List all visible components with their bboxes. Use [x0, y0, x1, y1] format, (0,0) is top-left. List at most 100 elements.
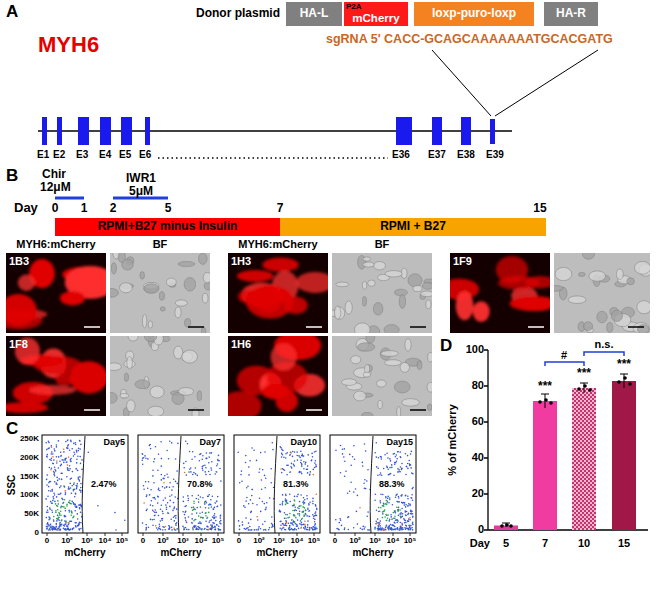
cell-texture [184, 278, 196, 292]
signal-blob [60, 291, 85, 305]
axis-tick: 10⁴ [99, 536, 112, 545]
cell-texture [374, 262, 386, 270]
cell-texture [127, 357, 133, 370]
axis-title: mCherry [256, 547, 297, 559]
plot-title: Day5 [103, 437, 125, 447]
fluorescence-image [228, 253, 328, 333]
gate-percent: 81.3% [283, 479, 309, 489]
tick-marks [47, 533, 122, 536]
cell-texture [394, 289, 407, 296]
signal-blob [237, 270, 274, 282]
cell-texture [182, 350, 198, 363]
cell-texture [166, 278, 176, 286]
dotted-gap [158, 157, 388, 159]
exon-label: E6 [139, 149, 151, 161]
significance-mark: *** [538, 380, 552, 394]
plot-frame [42, 435, 128, 533]
signal-blobs [6, 337, 106, 413]
column-header: BF [375, 238, 390, 251]
exon-label: E36 [392, 149, 410, 161]
day-tick: 15 [533, 202, 546, 216]
brightfield-image [110, 336, 210, 416]
scale-bar [84, 326, 100, 328]
tick-marks [143, 533, 218, 536]
axis-tick: 5 [503, 537, 509, 550]
cell-texture [202, 293, 208, 303]
plot-title: Day10 [290, 437, 317, 447]
axis-tick: 10³ [81, 536, 93, 545]
cell-texture [366, 336, 375, 343]
cell-texture [110, 392, 117, 403]
signal-blob [29, 385, 76, 395]
significance-mark: *** [577, 367, 591, 381]
significance-mark: n.s. [595, 338, 614, 351]
plot-title: Day15 [386, 437, 413, 447]
clone-label: 1F9 [453, 255, 472, 268]
box-text: RPMI + B27 [380, 220, 446, 233]
medium-band: RPMI+B27 minus Insulin [55, 218, 280, 236]
gene-name: MYH6 [38, 32, 99, 57]
plot-title: Day7 [199, 437, 221, 447]
axis-tick: 10⁴ [387, 536, 400, 545]
panel-letter: A [6, 2, 18, 22]
event-dots [238, 443, 317, 530]
cell-texture [197, 391, 202, 401]
signal-blob [6, 402, 48, 413]
brightfield-image [332, 253, 432, 333]
column-header: BF [153, 238, 168, 251]
tick-marks [335, 533, 410, 536]
axis-tick: 10⁵ [404, 536, 417, 545]
axis-tick: 80 [472, 379, 484, 392]
scale-bar [410, 409, 426, 411]
axis-tick: 50K [24, 509, 39, 518]
gate-percent: 88.3% [379, 479, 405, 489]
cell-texture [334, 306, 340, 319]
axis-title: mCherry [352, 547, 393, 559]
signal-blob [456, 291, 474, 320]
cell-texture [368, 280, 376, 286]
cell-texture [341, 379, 356, 386]
cell-texture [110, 363, 121, 371]
cell-texture [345, 301, 352, 314]
clone-label: 1H3 [231, 255, 251, 268]
image-ground [110, 253, 210, 333]
cell-texture [384, 325, 399, 334]
signal-blob [296, 272, 328, 293]
axis-tick: 20 [472, 487, 484, 500]
cell-texture [607, 323, 613, 333]
cell-texture [637, 301, 650, 314]
axis-tick: 10³ [177, 536, 189, 545]
image-tiles [0, 248, 652, 421]
exon-label: E3 [76, 149, 88, 161]
cell-texture [120, 394, 129, 398]
exon-label: E2 [53, 149, 65, 161]
scale-bar [84, 409, 100, 411]
cell-texture [144, 284, 159, 294]
cell-texture [427, 382, 432, 392]
gate-percent: 2.47% [91, 479, 117, 489]
cell-texture [408, 274, 422, 287]
signal-blob [262, 258, 298, 272]
axis-tick: 40 [472, 451, 484, 464]
event-dots [336, 443, 413, 530]
axis-tick: 0 [141, 536, 145, 545]
scale-bar [528, 326, 544, 328]
event-dots [360, 508, 410, 530]
signal-blob [498, 276, 539, 290]
scale-bar [188, 326, 204, 328]
cell-texture [351, 356, 361, 364]
cell-texture [148, 406, 164, 416]
panel-letter: D [440, 336, 452, 356]
cell-texture [362, 297, 366, 307]
cell-texture [354, 323, 370, 333]
day-tick: 1 [81, 202, 88, 216]
cell-texture [385, 271, 402, 277]
signal-blob [228, 391, 261, 416]
cell-texture [426, 300, 431, 309]
cell-texture [420, 291, 432, 297]
signal-blob [473, 301, 490, 322]
cell-texture [203, 272, 210, 283]
cell-texture [413, 286, 422, 292]
